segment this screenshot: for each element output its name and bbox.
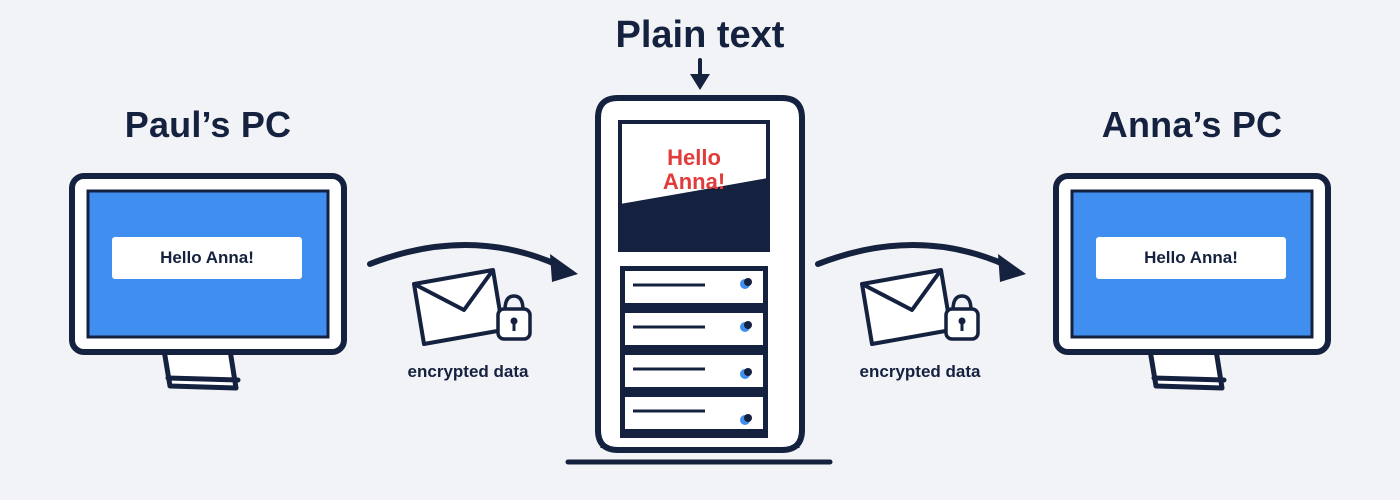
server-message-line2: Anna! — [662, 169, 726, 194]
server-plain-text-message: Hello Anna! — [634, 146, 754, 194]
padlock-icon — [496, 294, 532, 341]
left-monitor-icon — [69, 173, 347, 391]
envelope-icon-2 — [860, 268, 953, 346]
server-message-line1: Hello — [667, 145, 721, 170]
right-arrow-icon — [815, 242, 1026, 282]
server-icon — [565, 95, 833, 465]
left-transfer-caption: encrypted data — [407, 362, 529, 381]
left-screen-message: Hello Anna! — [112, 237, 302, 279]
right-screen-message: Hello Anna! — [1096, 237, 1286, 279]
left-pc-title: Paul’s PC — [124, 104, 292, 145]
padlock-icon-2 — [944, 294, 980, 341]
server-title: Plain text — [615, 14, 785, 56]
right-transfer-caption: encrypted data — [859, 362, 981, 381]
right-monitor-icon — [1053, 173, 1331, 391]
envelope-icon — [412, 268, 505, 346]
left-arrow-icon — [367, 242, 578, 282]
down-arrow-icon — [690, 58, 710, 90]
right-pc-title: Anna’s PC — [1101, 104, 1283, 145]
